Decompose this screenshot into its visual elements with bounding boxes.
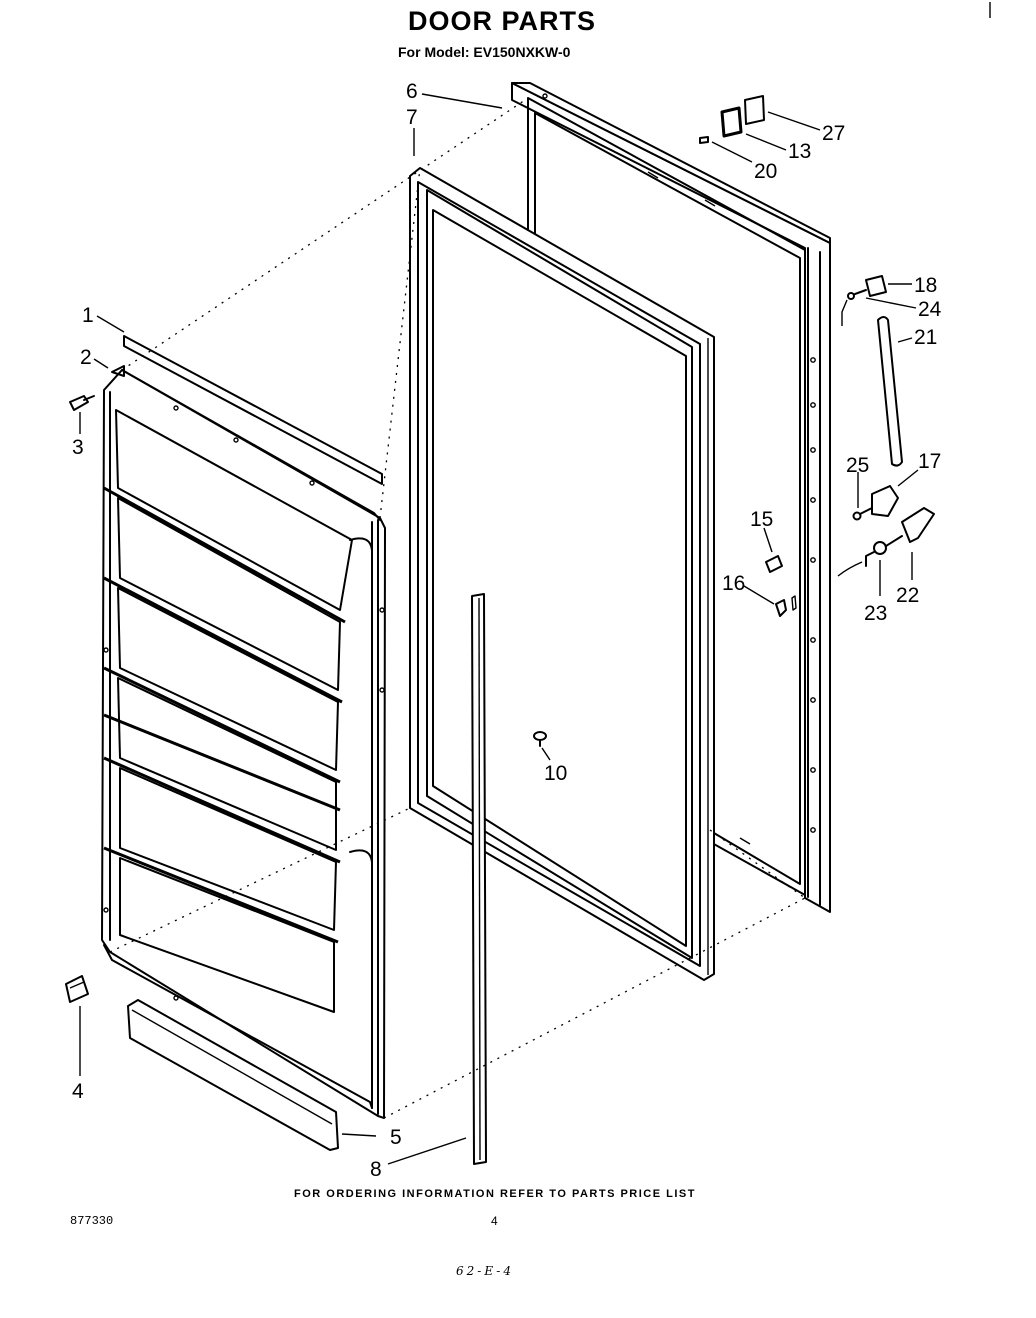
part-label-23: 23: [864, 602, 887, 625]
document-number: 877330: [70, 1214, 114, 1228]
latch-handle-assembly: [837, 507, 935, 577]
hinge-pin-assembly: [841, 275, 887, 326]
page-number: 4: [491, 1214, 498, 1228]
part-label-27: 27: [822, 122, 845, 145]
shelf-bracket: [65, 975, 89, 1003]
bottom-trim: [127, 999, 339, 1151]
plug: [533, 731, 547, 747]
part-label-5: 5: [390, 1126, 402, 1149]
part-label-24: 24: [918, 298, 942, 321]
part-label-7: 7: [406, 106, 418, 129]
breaker-strip: [471, 593, 487, 1165]
part-label-21: 21: [914, 326, 937, 349]
part-labels: 1 2 3 4 5 6 7 8 10 13 15 16 17 18 20 21 …: [72, 80, 942, 1181]
part-label-22: 22: [896, 584, 919, 607]
liner-clip: [111, 365, 125, 377]
hinge-cover-set: [699, 95, 765, 144]
leader-lines: [79, 93, 919, 1165]
top-trim-strip: [123, 335, 383, 485]
handwritten-code: 62-E-4: [456, 1264, 514, 1278]
handle-strip: [877, 316, 903, 467]
part-label-4: 4: [72, 1080, 84, 1103]
part-label-2: 2: [80, 346, 92, 369]
ordering-note: FOR ORDERING INFORMATION REFER TO PARTS …: [294, 1188, 696, 1200]
part-label-15: 15: [750, 508, 773, 531]
latch-assembly: [852, 485, 899, 521]
part-label-6: 6: [406, 80, 418, 103]
part-label-3: 3: [72, 436, 84, 459]
part-label-8: 8: [370, 1158, 382, 1181]
door-gasket: [409, 167, 715, 981]
projection-lines: [109, 97, 806, 1119]
part-label-13: 13: [788, 140, 811, 163]
page-title: DOOR PARTS: [408, 6, 597, 36]
part-label-1: 1: [82, 304, 94, 327]
part-label-10: 10: [544, 762, 567, 785]
part-label-17: 17: [918, 450, 941, 473]
door-stop-parts: [765, 555, 797, 617]
inner-door-liner: [101, 369, 386, 1119]
liner-screw: [69, 395, 95, 411]
model-subtitle: For Model: EV150NXKW-0: [398, 44, 571, 60]
part-label-20: 20: [754, 160, 777, 183]
part-label-16: 16: [722, 572, 745, 595]
part-label-25: 25: [846, 454, 869, 477]
part-label-18: 18: [914, 274, 937, 297]
